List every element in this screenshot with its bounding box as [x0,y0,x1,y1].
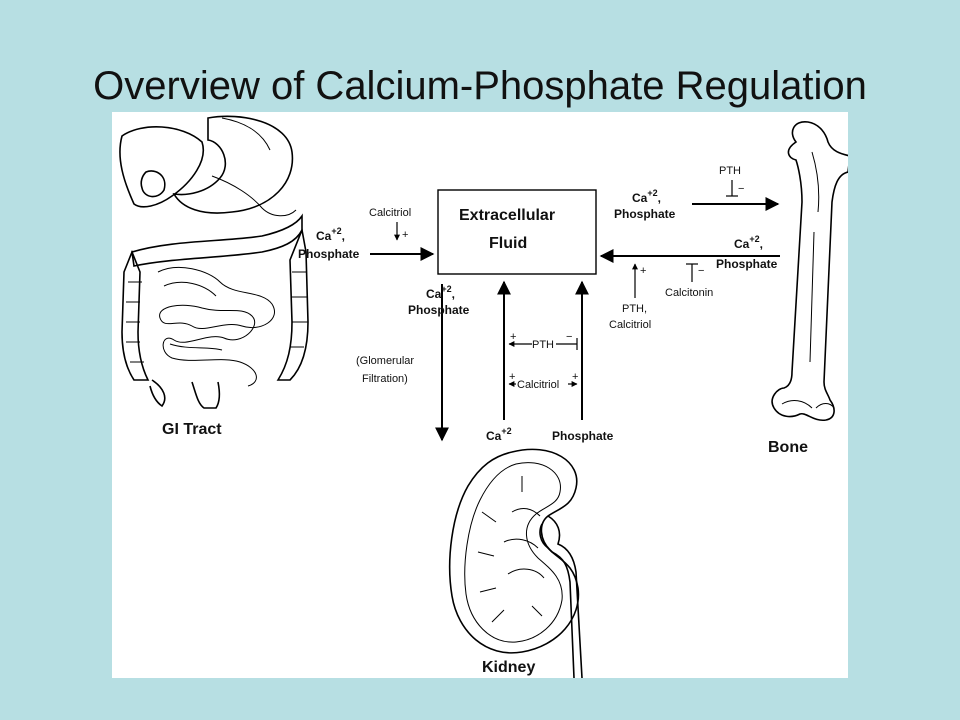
box-line1: Extracellular [459,207,555,224]
reab-calcitriol-plus-left: + [509,371,515,383]
bone-out-ca-label: Ca [734,237,750,251]
reab-calcitriol-label: Calcitriol [517,379,559,391]
bone-illustration: Bone [768,121,848,456]
bone-deposition-flow: Ca+2, Phosphate PTH − [614,165,780,221]
glom-label-line2: Filtration) [362,373,408,385]
reab-pth-plus: + [510,331,516,343]
gi-phosphate-label: Phosphate [298,247,360,261]
gi-calcitriol-label: Calcitriol [369,207,411,219]
svg-text:Ca+2,: Ca+2, [734,234,763,251]
bone-out-ca-comma: , [760,237,763,251]
calcium-phosphate-diagram: GI Tract Extracellular Fluid Ca+2, Phosp… [119,115,848,678]
bone-out-ca-sup: +2 [749,234,759,244]
bone-out-calcitonin-label: Calcitonin [665,287,713,299]
svg-text:Ca+2,: Ca+2, [426,284,455,301]
diagram-panel: GI Tract Extracellular Fluid Ca+2, Phosp… [112,112,848,678]
kidney-illustration: Kidney [448,448,583,678]
bone-out-minus: − [698,265,704,277]
bone-out-pth-label: PTH, [622,303,647,315]
reab-ca-label: Ca [486,429,502,443]
bone-out-calcitriol-label: Calcitriol [609,319,651,331]
glom-ca-label: Ca [426,287,442,301]
gi-ca-comma: , [342,229,345,243]
reab-ca-sup: +2 [501,426,511,436]
bone-out-plus: + [640,265,646,277]
bone-in-ca-sup: +2 [647,188,657,198]
bone-in-ca-comma: , [658,191,661,205]
glom-label-line1: (Glomerular [356,355,414,367]
reab-pth-label: PTH [532,339,554,351]
gi-tract-illustration: GI Tract [119,115,309,438]
reab-calcitriol-plus-right: + [572,371,578,383]
renal-reabsorption-flow: + PTH − + Calcitriol + Ca+2 Phosphate [486,280,614,443]
svg-text:Ca+2,: Ca+2, [316,226,345,243]
kidney-label: Kidney [482,659,535,676]
extracellular-fluid-box: Extracellular Fluid [437,189,597,275]
gi-ca-sup: +2 [331,226,341,236]
bone-out-phosphate-label: Phosphate [716,257,778,271]
svg-text:Ca+2,: Ca+2, [632,188,661,205]
gi-calcitriol-plus: + [402,229,408,241]
bone-label: Bone [768,439,808,456]
gi-tract-label: GI Tract [162,421,222,438]
bone-in-ca-label: Ca [632,191,648,205]
glom-phosphate-label: Phosphate [408,303,470,317]
svg-text:Ca+2: Ca+2 [486,426,512,443]
glom-ca-comma: , [452,287,455,301]
box-line2: Fluid [489,235,527,252]
glomerular-filtration-flow: Ca+2, Phosphate (Glomerular Filtration) [356,284,470,442]
reab-pth-minus: − [566,331,572,343]
gi-absorption-flow: Ca+2, Phosphate Calcitriol + [298,207,435,261]
reab-phosphate-label: Phosphate [552,429,614,443]
bone-in-pth-label: PTH [719,165,741,177]
bone-in-phosphate-label: Phosphate [614,207,676,221]
glom-ca-sup: +2 [441,284,451,294]
bone-in-pth-minus: − [738,183,744,195]
slide-title: Overview of Calcium-Phosphate Regulation [93,64,867,108]
bone-resorption-flow: Ca+2, Phosphate + PTH, Calcitriol − Calc… [599,234,780,331]
gi-ca-label: Ca [316,229,332,243]
